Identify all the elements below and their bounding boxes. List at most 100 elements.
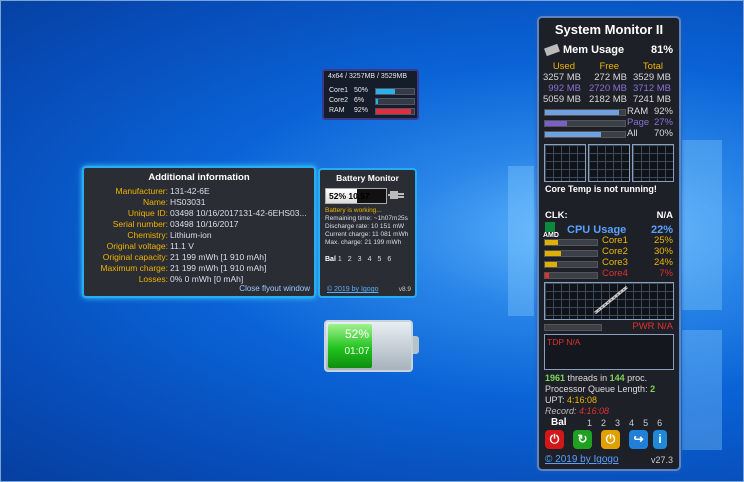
windows-logo-pane [508,166,534,316]
mem-cell: 992 MB [548,83,581,94]
info-value: 21 199 mWh [1 910 mAh] [170,263,267,273]
power-scheme-num[interactable]: 4 [629,418,635,428]
info-value: 03498 10/16/2017 [170,219,239,229]
core-bar-fill [545,273,549,278]
battery-line: Remaining time: ~1h07m25s [325,215,408,222]
clk-value: N/A [656,210,673,221]
mini-row-label: RAM [329,107,345,114]
power-icon: ⏻ [549,432,560,446]
sleep-icon: ⏻ [605,432,616,446]
power-scheme-num[interactable]: 3 [615,418,621,428]
battery-scheme-num[interactable]: 5 [377,256,382,263]
battery-scheme-bal[interactable]: Bal [325,256,336,263]
mem-cell: 3529 MB [632,72,671,83]
info-value: 131-42-6E [170,186,210,196]
sleep-button[interactable]: ⏻ [601,430,620,449]
mini-row-pct: 6% [354,97,365,104]
cpu-usage-percent: 22% [650,224,673,236]
power-scheme-num[interactable]: 5 [643,418,649,428]
battery-status: Battery is working... [325,207,382,214]
logoff-icon: ↪ [633,432,644,446]
mem-row: 5059 MB 2182 MB 7241 MB [539,94,679,106]
windows-logo-pane [682,330,722,450]
battery-scheme-num[interactable]: 4 [367,256,372,263]
power-scheme-num[interactable]: 2 [601,418,607,428]
battery-level-gadget[interactable]: 52% 01:07 [324,320,419,372]
battery-scheme-num[interactable]: 3 [357,256,362,263]
info-value: 0% 0 mWh [0 mAh] [170,274,244,284]
battery-gauge[interactable]: 52% 10.57 [325,188,387,204]
mini-title: 4x64 / 3257MB / 3529MB [328,73,407,80]
record-line: Record: 4:16:08 [545,406,609,416]
battery-scheme-num[interactable]: 1 [337,256,342,263]
info-value: HS03031 [170,197,206,207]
mini-cpu-widget[interactable]: 4x64 / 3257MB / 3529MB Core1 50% Core2 6… [322,69,419,120]
system-monitor-widget[interactable]: System Monitor II Mem Usage 81% Used Fre… [537,16,681,471]
shutdown-button[interactable]: ⏻ [545,430,564,449]
info-key: Losses: [138,274,168,284]
plug-icon [388,186,408,204]
all-percent: 70% [653,128,673,139]
tdp-graph: TDP N/A [544,334,674,370]
ram-bar [544,109,626,116]
mini-row-bar [375,108,415,115]
info-value: Lithium-ion [170,230,212,240]
page-percent: 27% [653,117,673,128]
sm-copyright-link[interactable]: © 2019 by Igogo [545,454,619,465]
core-label: Core2 [602,246,628,257]
proc-count: 144 [609,373,625,383]
ram-percent: 92% [653,106,673,117]
mem-header-total: Total [642,61,663,72]
battery-copyright-link[interactable]: © 2019 by Igogo [327,286,379,293]
info-key: Serial number: [112,219,168,229]
power-scheme-bal[interactable]: Bal [551,417,567,428]
core-label: Core3 [602,257,628,268]
core-bar [544,250,598,257]
core-bar-fill [545,251,561,256]
mem-cell: 272 MB [594,72,627,83]
upt-value: 4:16:08 [567,395,598,405]
mem-graph [632,144,674,182]
additional-info-flyout: Additional information Manufacturer: 131… [82,166,316,298]
mem-cell: 5059 MB [542,94,581,105]
page-bar-fill [545,121,567,126]
mini-row-pct: 92% [354,107,369,114]
mini-row-label: Core1 [329,87,349,94]
battery-scheme-num[interactable]: 2 [347,256,352,263]
logoff-button[interactable]: ↪ [629,430,648,449]
power-scheme-num[interactable]: 6 [657,418,663,428]
cpu-usage-title: CPU Usage [567,224,627,236]
battery-version: v8.9 [398,286,411,293]
mini-row-fill [376,109,411,114]
ram-bar-fill [545,110,619,115]
mem-cell: 2720 MB [588,83,627,94]
info-value: 21 199 mWh [1 910 mAh] [170,252,267,262]
mem-cell: 2182 MB [588,94,627,105]
power-scheme-num[interactable]: 1 [587,418,593,428]
mem-header-used: Used [552,61,575,72]
mini-row-fill [376,89,395,94]
restart-button[interactable]: ↻ [573,430,592,449]
amd-chip-icon [545,222,555,235]
info-key: Manufacturer: [115,186,168,196]
battery-monitor-widget[interactable]: Battery Monitor 52% 10.57 Battery is wor… [318,168,417,298]
battery-gauge-text: 52% 10.57 [329,191,370,201]
mem-usage-percent: 81% [650,44,673,56]
mem-cell: 7241 MB [632,94,671,105]
system-monitor-title: System Monitor II [554,22,664,37]
queue-value: 2 [650,384,656,394]
info-icon: i [658,432,662,446]
all-bar [544,131,626,138]
battery-scheme-num[interactable]: 6 [387,256,392,263]
info-key: Original capacity: [102,252,168,262]
uptime-line: UPT: 4:16:08 [545,395,597,405]
battery-terminal [413,336,419,354]
mini-row-label: Core2 [329,97,349,104]
info-key: Maximum charge: [100,263,168,273]
close-flyout-link[interactable]: Close flyout window [239,284,310,293]
mem-headers: Used Free Total [539,61,679,73]
info-button[interactable]: i [653,430,667,449]
pwr-bar [544,324,602,331]
core-bar [544,239,598,246]
